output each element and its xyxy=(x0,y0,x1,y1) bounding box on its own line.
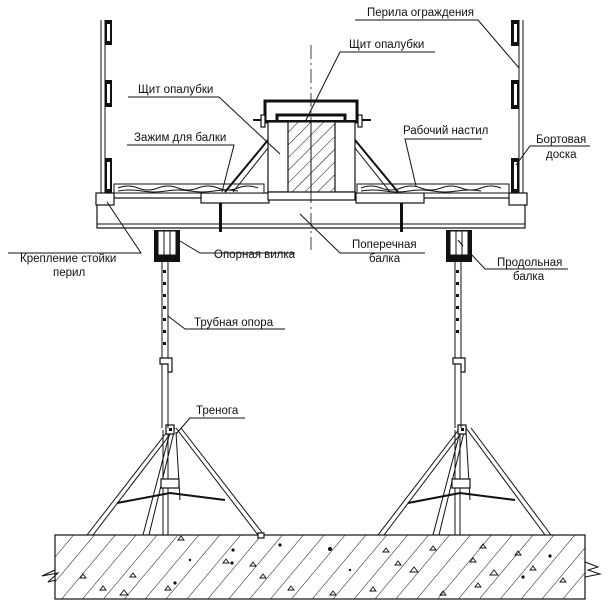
tube-support-right xyxy=(452,262,466,428)
support-fork-left xyxy=(154,230,180,262)
label-tripod: Тренога xyxy=(196,405,239,417)
label-formwork-panel-top: Щит опалубки xyxy=(349,39,424,51)
railing-right xyxy=(511,20,524,193)
concrete-ground-slab xyxy=(41,534,602,600)
working-deck xyxy=(113,183,510,194)
support-fork-right xyxy=(446,230,472,262)
aggregate-marks xyxy=(79,535,567,596)
tripod-left xyxy=(86,424,265,539)
label-tube-support: Трубная опора xyxy=(194,317,274,329)
label-beam-clamp: Зажим для балки xyxy=(134,132,226,144)
label-toe-board-line2: доска xyxy=(546,149,577,161)
label-working-deck: Рабочий настил xyxy=(403,125,488,137)
label-railing-post-mount-line1: Крепление стойки xyxy=(20,253,116,265)
label-toe-board-line1: Бортовая xyxy=(536,134,586,146)
formwork-panel-assembly xyxy=(224,45,399,250)
label-railing-post-mount-line2: перил xyxy=(53,267,85,279)
tube-support-left xyxy=(159,262,173,428)
label-cross-beam-line2: балка xyxy=(369,253,401,265)
label-railing: Перила ограждения xyxy=(367,7,474,19)
label-support-fork: Опорная вилка xyxy=(214,249,296,261)
label-longitudinal-beam-line1: Продольная xyxy=(497,257,562,269)
label-formwork-panel-left: Щит опалубки xyxy=(138,84,213,96)
leader-lines xyxy=(8,19,590,435)
label-cross-beam-line1: Поперечная xyxy=(352,239,417,251)
label-longitudinal-beam-line2: балка xyxy=(513,271,545,283)
tripod-right xyxy=(377,424,552,536)
railing-left xyxy=(100,20,112,193)
